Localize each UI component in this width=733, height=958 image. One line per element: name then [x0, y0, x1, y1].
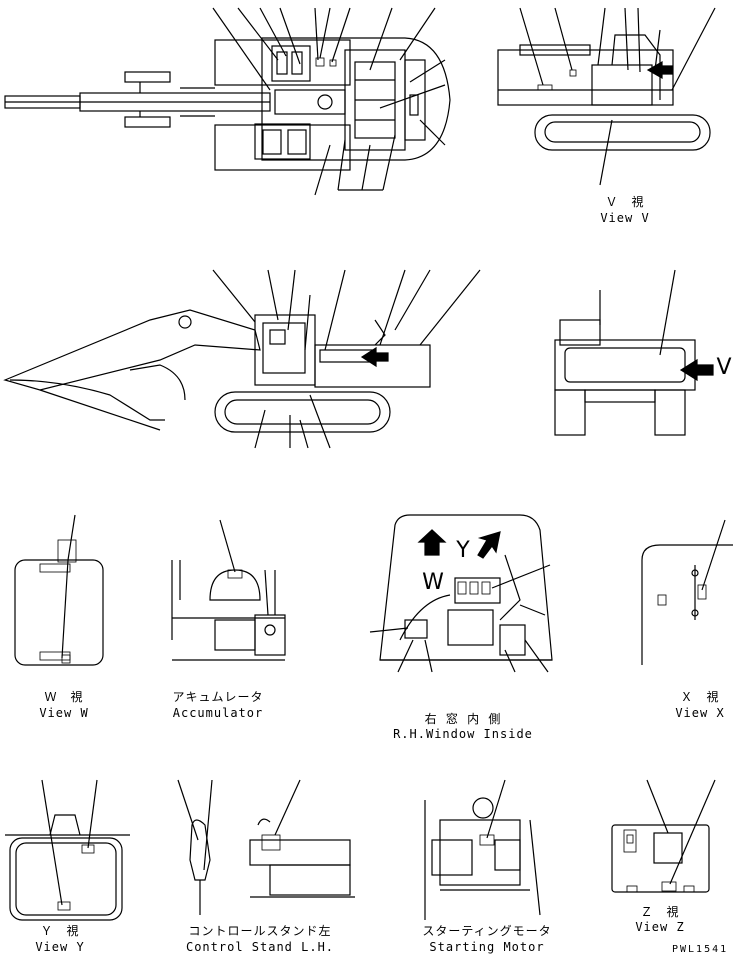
rear-side-view-excavator — [497, 7, 716, 186]
control-stand-lh-drawing — [177, 779, 355, 915]
view-w-marker: W — [422, 570, 444, 595]
view-v-marker: V — [716, 355, 732, 380]
view-z-caption-jp: Ｚ 視 — [640, 905, 680, 919]
view-w-caption-en: View W — [39, 706, 89, 720]
side-view-excavator — [3, 269, 481, 449]
rh-window-caption-en: R.H.Window Inside — [393, 727, 533, 741]
view-x-drawing — [641, 519, 733, 665]
starting-motor-drawing — [424, 779, 541, 920]
view-y-marker: Y — [456, 538, 470, 563]
view-z-drawing — [611, 779, 716, 893]
starting-motor-caption-jp: スターティングモータ — [422, 924, 552, 938]
view-x-caption-jp: Ｘ 視 — [680, 690, 720, 704]
control-stand-caption-en: Control Stand L.H. — [185, 940, 335, 954]
accumulator-caption-en: Accumulator — [172, 706, 264, 720]
view-w-caption-jp: Ｗ 視 — [44, 690, 84, 704]
rear-view-excavator — [554, 269, 714, 436]
view-x-caption-en: View X — [675, 706, 725, 720]
view-y-caption-jp: Ｙ 視 — [40, 924, 80, 938]
starting-motor-caption-en: Starting Motor — [429, 940, 545, 954]
view-y-drawing — [5, 779, 130, 921]
rh-window-caption-jp: 右 窓 内 側 — [424, 712, 502, 726]
view-v-caption-jp: Ｖ 視 — [605, 195, 645, 209]
view-v-caption-en: View V — [600, 211, 650, 225]
view-z-caption-en: View Z — [635, 920, 685, 934]
accumulator-drawing — [171, 519, 286, 661]
rh-window-inside-drawing — [369, 514, 553, 673]
view-w-drawing — [14, 514, 104, 666]
top-view-excavator — [4, 7, 451, 196]
control-stand-caption-jp: コントロールスタンド左 — [188, 924, 332, 938]
view-y-caption-en: View Y — [35, 940, 85, 954]
drawing-code: PWL1541 — [672, 944, 729, 955]
accumulator-caption-jp: アキュムレータ — [172, 690, 264, 704]
